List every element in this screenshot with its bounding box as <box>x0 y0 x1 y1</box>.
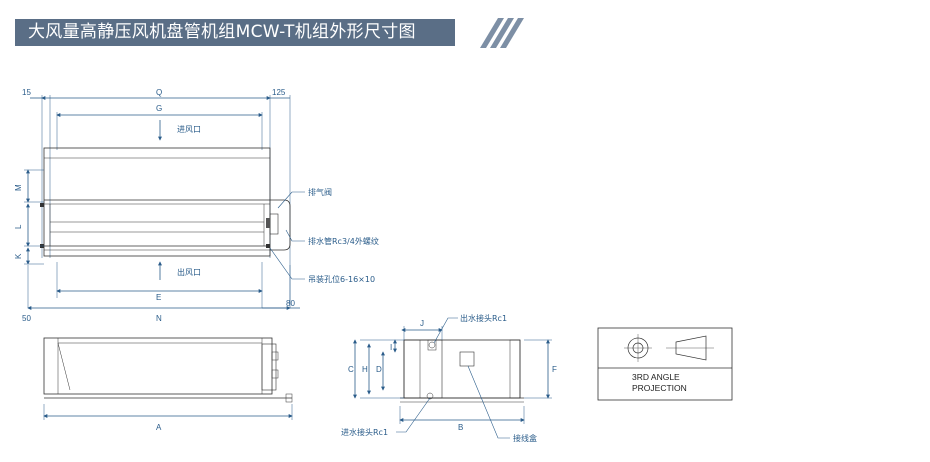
dim-125: 125 <box>272 88 286 97</box>
dim-m: M <box>14 184 23 191</box>
dim-d: D <box>376 365 382 374</box>
dim-n: N <box>156 314 162 323</box>
junction-box-label: 接线盒 <box>513 433 537 443</box>
title-bar <box>15 19 455 46</box>
dim-a: A <box>156 423 162 432</box>
dim-e: E <box>156 293 161 302</box>
front-view <box>43 337 293 420</box>
top-view-labels: 15 Q 125 G 进风口 M L K 排气阀 排水管Rc3/4外螺纹 出风口… <box>14 88 379 323</box>
drain-pipe-label: 排水管Rc3/4外螺纹 <box>308 236 379 246</box>
air-outlet-label: 出风口 <box>177 267 201 277</box>
side-view-labels: J 出水接头Rc1 C H D I F B 进水接头Rc1 接线盒 <box>341 313 557 443</box>
water-inlet-label: 进水接头Rc1 <box>341 427 388 437</box>
dim-g: G <box>156 104 162 113</box>
side-view <box>353 317 552 439</box>
dim-j: J <box>420 319 424 328</box>
dim-c: C <box>348 365 354 374</box>
projection-line2: PROJECTION <box>632 383 687 393</box>
dim-50: 50 <box>22 314 31 323</box>
dim-f: F <box>552 365 557 374</box>
dim-b: B <box>458 423 463 432</box>
hanging-holes-label: 吊装孔位6-16×10 <box>308 274 375 284</box>
dim-80: 80 <box>286 299 295 308</box>
dim-i: I <box>390 343 392 352</box>
dim-15: 15 <box>22 88 31 97</box>
top-view <box>24 95 305 310</box>
vent-valve-label: 排气阀 <box>308 187 332 197</box>
dim-l: L <box>14 224 23 229</box>
page-title: 大风量高静压风机盘管机组MCW-T机组外形尺寸图 <box>28 22 416 42</box>
dim-h: H <box>362 365 368 374</box>
air-inlet-label: 进风口 <box>177 125 201 134</box>
dim-q: Q <box>156 88 162 97</box>
projection-line1: 3RD ANGLE <box>632 372 680 382</box>
water-outlet-label: 出水接头Rc1 <box>460 313 507 323</box>
title-stripes-decoration <box>480 18 524 48</box>
projection-symbol <box>597 327 733 401</box>
dim-k: K <box>14 253 23 259</box>
